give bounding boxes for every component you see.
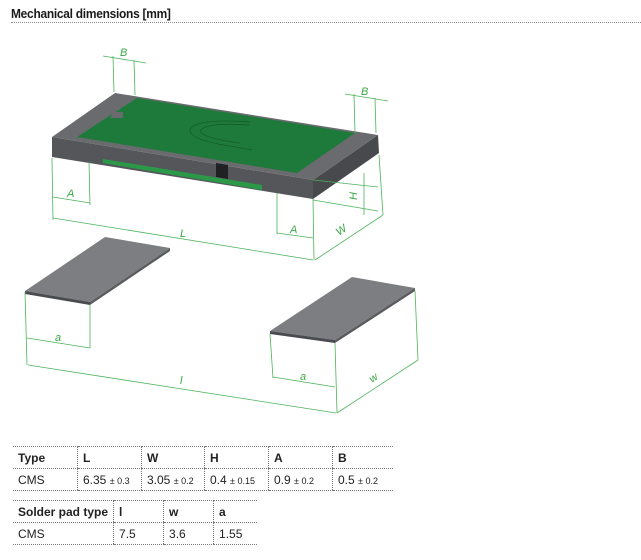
header-cell: Type bbox=[13, 446, 78, 469]
label-a-right: a bbox=[300, 371, 306, 383]
header-cell: L bbox=[77, 446, 142, 469]
title-divider bbox=[11, 22, 641, 23]
label-L: L bbox=[180, 228, 186, 240]
header-cell: Solder pad type bbox=[13, 500, 114, 523]
cell-W: 3.05 ± 0.2 bbox=[141, 468, 205, 491]
header-cell: W bbox=[141, 446, 205, 469]
green-top-layer bbox=[77, 98, 355, 173]
header-cell: H bbox=[204, 446, 269, 469]
resistor-body bbox=[52, 93, 379, 199]
cell-A: 0.9 ± 0.2 bbox=[268, 468, 333, 491]
solder-pad-right bbox=[270, 277, 415, 343]
label-A-right: A bbox=[289, 224, 297, 236]
cell-L: 6.35 ± 0.3 bbox=[77, 468, 142, 491]
header-cell: w bbox=[163, 500, 214, 523]
cell-a: 1.55 bbox=[213, 522, 257, 545]
header-cell: B bbox=[332, 446, 393, 469]
table-row: CMS 7.5 3.6 1.55 bbox=[13, 522, 257, 545]
label-B-right: B bbox=[361, 86, 368, 98]
label-a-left: a bbox=[55, 332, 61, 344]
solder-pad-table: Solder pad type l w a CMS 7.5 3.6 1.55 bbox=[13, 500, 257, 545]
label-B-left: B bbox=[120, 47, 127, 59]
table-header-row: Solder pad type l w a bbox=[13, 500, 257, 523]
header-cell: l bbox=[113, 500, 164, 523]
header-cell: A bbox=[268, 446, 333, 469]
solder-pad-left bbox=[25, 237, 170, 305]
label-w: w bbox=[367, 371, 381, 386]
label-A-left: A bbox=[66, 188, 74, 200]
header-cell: a bbox=[213, 500, 257, 523]
dimensions-table: Type L W H A B CMS 6.35 ± 0.3 3.05 ± 0.2… bbox=[13, 446, 393, 491]
cell-type: CMS bbox=[13, 468, 78, 491]
cell-l: 7.5 bbox=[113, 522, 164, 545]
cell-w: 3.6 bbox=[163, 522, 214, 545]
cell-H: 0.4 ± 0.15 bbox=[204, 468, 269, 491]
cell-B: 0.5 ± 0.2 bbox=[332, 468, 393, 491]
dimension-lines bbox=[24, 55, 419, 414]
section-title: Mechanical dimensions [mm] bbox=[11, 6, 171, 21]
label-W: W bbox=[334, 222, 351, 239]
green-bottom-layer bbox=[103, 159, 262, 190]
cell-type: CMS bbox=[13, 522, 114, 545]
mechanical-diagram: B B A A L H W a a l w bbox=[24, 47, 419, 414]
table-row: CMS 6.35 ± 0.3 3.05 ± 0.2 0.4 ± 0.15 0.9… bbox=[13, 468, 393, 491]
table-header-row: Type L W H A B bbox=[13, 446, 393, 469]
label-l: l bbox=[180, 375, 183, 387]
label-H: H bbox=[348, 192, 360, 200]
